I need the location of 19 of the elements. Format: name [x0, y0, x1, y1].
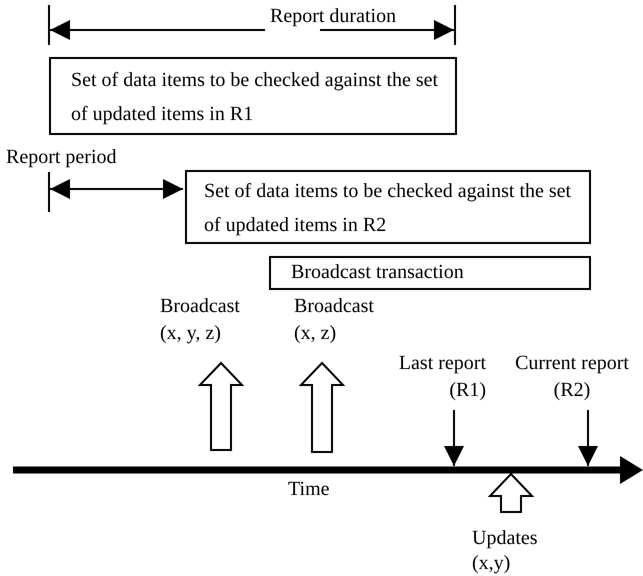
event-label: Current report (R2): [514, 351, 630, 403]
event-label: Broadcast (x, y, z): [160, 294, 241, 346]
dimension-label: Report duration: [270, 5, 396, 27]
axis-label: Time: [288, 478, 330, 500]
event-label: Updates (x,y): [472, 526, 539, 576]
arrow: [444, 410, 464, 466]
dimension-label: Report period: [6, 146, 117, 168]
data-set-box: [185, 170, 591, 244]
block-arrow: [298, 362, 346, 453]
event-label: Last report (R1): [398, 351, 486, 403]
box-text: Set of data items to be checked against the set of updated items in R2: [204, 179, 572, 238]
block-arrow: [488, 472, 534, 513]
data-set-box: [49, 57, 457, 135]
box-text: Broadcast transaction: [291, 260, 465, 285]
arrow: [578, 410, 598, 466]
block-arrow: [198, 362, 244, 451]
transaction-box: [269, 256, 591, 290]
box-text: Set of data items to be checked against the set of updated items in R1: [71, 68, 440, 127]
event-label: Broadcast (x, z): [294, 294, 375, 346]
